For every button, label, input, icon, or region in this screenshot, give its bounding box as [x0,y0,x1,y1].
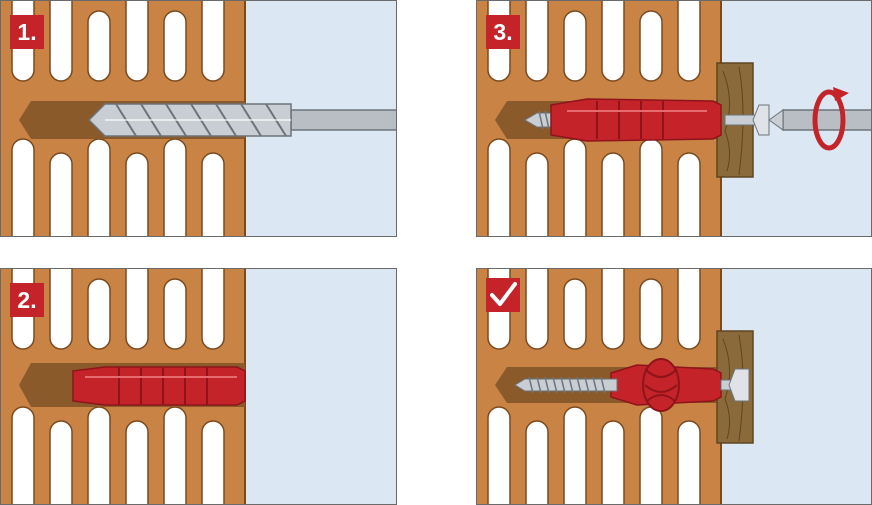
screw-icon [524,104,770,136]
panel-step-1: 1. [0,0,397,237]
screwdriver-icon [768,109,871,131]
plug-icon [550,98,722,142]
step-done-illustration [477,269,871,504]
wall-surface [245,269,396,504]
step-badge: 3. [486,15,520,49]
step-2-illustration [1,269,396,504]
checkmark-icon [490,282,517,306]
panel-step-done [476,268,872,505]
drill-bit-icon [87,103,396,137]
checkmark-badge [486,278,520,312]
plug-icon [72,366,246,406]
plug-icon [610,358,722,412]
step-1-illustration [1,1,396,236]
plug-knot [642,358,680,412]
rotation-arrow-icon [812,87,849,151]
panel-step-3: 3. [476,0,872,237]
step-badge: 2. [10,283,44,317]
screw-icon [514,368,750,402]
perforated-brick [1,269,396,504]
step-badge: 1. [10,15,44,49]
step-3-illustration [477,1,871,236]
panel-step-2: 2. [0,268,397,505]
